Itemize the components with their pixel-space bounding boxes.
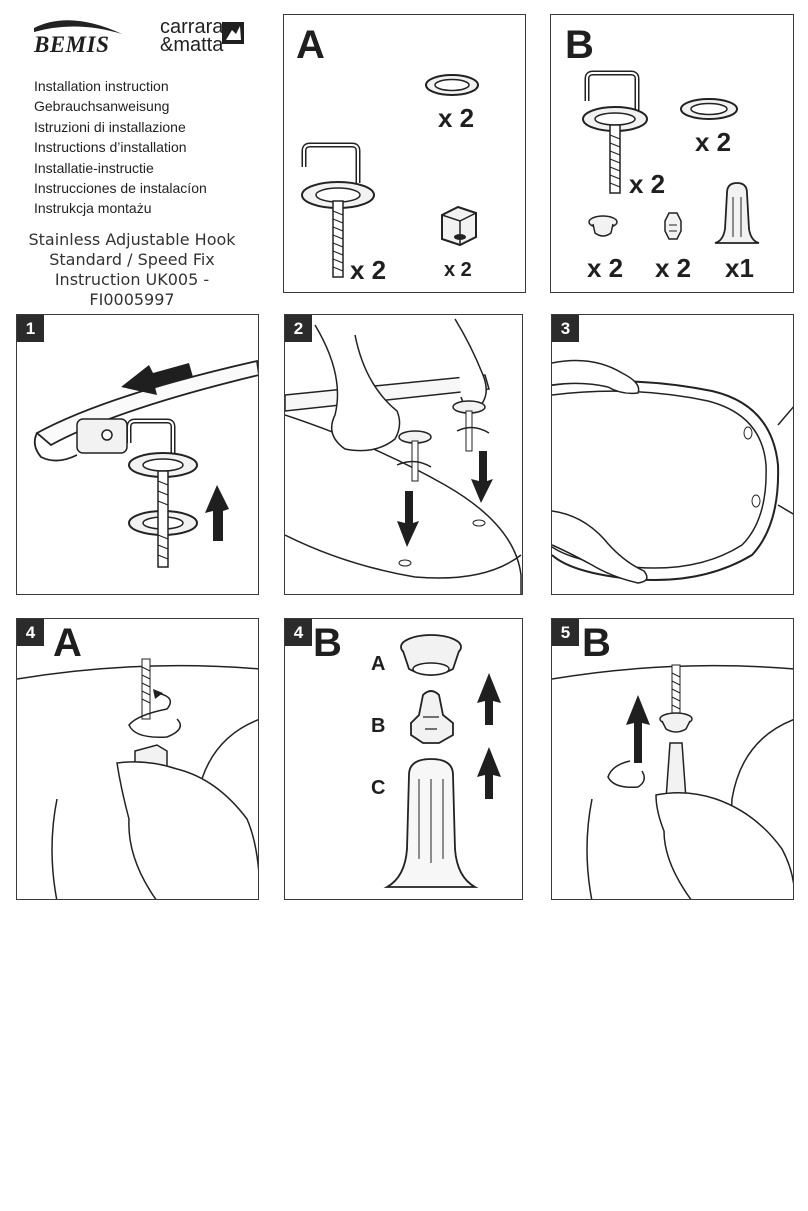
hand-icon [655,792,793,899]
arrow-up-icon [477,673,501,725]
cone-washer-icon [400,634,462,676]
carrara-matta-logo: carrara &matta [160,17,252,60]
kit-a-nut-qty: x 2 [444,259,472,281]
step-number-badge: 4 [17,619,44,646]
rotation-arrow-icon [128,692,182,738]
step-4a-illustration [17,658,258,899]
product-title: Stainless Adjustable Hook Standard / Spe… [28,230,236,309]
language-item: Installation instruction [34,78,169,94]
arrow-up-icon [626,695,650,763]
part-label-c: C [371,777,386,799]
kit-b-cone-qty: x 2 [587,253,624,283]
step-letter: B [313,621,342,665]
fitting-tool-icon [383,758,479,888]
kit-b-panel: B x 2 x 2 x 2 x 2 x1 [550,14,794,293]
step-1-illustration [33,359,258,568]
washer-icon [425,74,479,96]
bemis-swoosh-icon [34,20,122,34]
arrow-up-icon [205,485,229,541]
kit-a-letter: A [296,23,325,67]
arrow-down-icon [397,491,419,547]
unicorn-emblem-icon [222,22,244,44]
step-letter: A [53,621,82,665]
step-1-panel: 1 [16,314,259,595]
step-2-panel: 2 [284,314,523,595]
cap-nut-icon [441,205,477,247]
step-3-panel: 3 [551,314,794,595]
hinge-hook-icon [582,70,648,194]
step-5b-panel: 5 B [551,618,794,900]
cone-washer-icon [588,215,618,237]
kit-b-letter: B [565,23,594,67]
arrow-left-icon [121,363,193,395]
step-4a-panel: 4 A [16,618,259,900]
language-list: Installation instruction Gebrauchsanweis… [34,76,207,219]
kit-a-parts-illustration [301,74,479,278]
washer-icon [680,98,738,120]
step-number-badge: 4 [285,619,312,646]
step-number-badge: 2 [285,315,312,342]
arrow-up-icon [477,747,501,799]
kit-a-panel: A x 2 x 2 x 2 [283,14,526,293]
kit-b-tool-qty: x1 [725,253,754,283]
expansion-plug-icon [664,212,682,240]
part-label-a: A [371,653,386,675]
bemis-wordmark: BEMIS [34,32,110,57]
step-number-badge: 3 [552,315,579,342]
rotation-arrow-icon [607,760,645,789]
step-number-badge: 1 [17,315,44,342]
hand-icon [116,761,258,899]
step-3-illustration [552,359,793,584]
bemis-logo: BEMIS [30,14,126,58]
hand-icon [314,318,487,452]
arrow-down-icon [471,451,493,503]
language-item: Instructions d’installation [34,139,187,156]
step-5b-illustration [552,664,793,899]
part-label-b: B [371,715,386,737]
hand-icon [552,359,648,584]
kit-b-hinge-qty: x 2 [629,169,666,199]
language-item: Istruzioni di installazione [34,118,186,135]
hinge-hook-icon [126,418,198,568]
step-4b-panel: 4 B A B C [284,618,523,900]
language-item: Gebrauchsanweisung [34,98,170,115]
step-letter: B [582,621,611,665]
step-4b-illustration [383,634,501,888]
kit-b-washer-qty: x 2 [695,127,732,157]
cone-washer-icon [659,712,693,733]
step-2-illustration [285,318,522,594]
fitting-tool-icon [714,182,760,244]
kit-b-parts-illustration [582,70,760,244]
language-item: Instrukcja montażu [34,200,152,217]
kit-a-hinge-qty: x 2 [350,255,387,285]
expansion-plug-icon [410,690,454,744]
language-item: Installatie-instructie [34,159,154,176]
hinge-hook-icon [301,142,375,278]
step-number-badge: 5 [552,619,579,646]
kit-b-plug-qty: x 2 [655,253,692,283]
kit-a-washer-qty: x 2 [438,103,475,133]
language-item: Instrucciones de instalacíon [34,180,207,197]
